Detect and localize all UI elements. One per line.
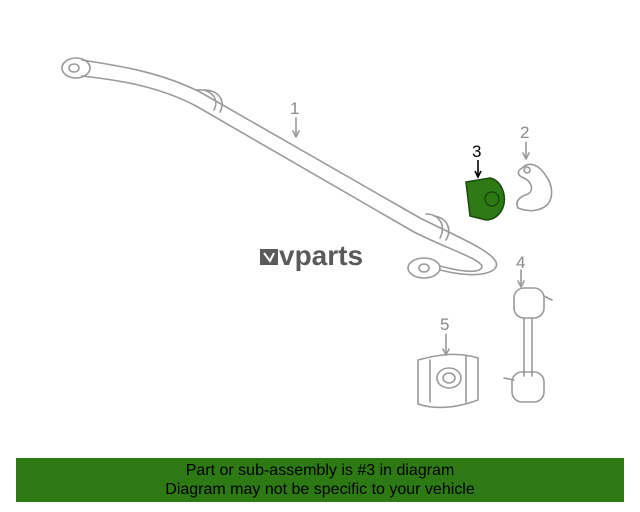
stabilizer-link[interactable] bbox=[503, 287, 553, 403]
arrow-3 bbox=[474, 170, 482, 179]
stabilizer-bar[interactable] bbox=[61, 57, 498, 279]
callout-3: 3 bbox=[472, 142, 481, 161]
arrow-5 bbox=[442, 348, 450, 356]
banner-line-2: Diagram may not be specific to your vehi… bbox=[165, 481, 475, 498]
callout-5: 5 bbox=[440, 315, 449, 334]
stabilizer-bushing-highlighted[interactable] bbox=[465, 177, 506, 221]
callout-2: 2 bbox=[520, 123, 529, 142]
bushing-bracket[interactable] bbox=[516, 163, 553, 212]
arrow-2 bbox=[522, 152, 530, 160]
parts-diagram: 1 2 3 4 5 vparts bbox=[61, 57, 553, 409]
arrow-1 bbox=[292, 130, 300, 138]
arrow-4 bbox=[517, 280, 525, 288]
vparts-logo: vparts bbox=[260, 240, 363, 271]
mount-bracket[interactable] bbox=[417, 353, 479, 409]
watermark-text: vparts bbox=[279, 240, 363, 271]
callout-1: 1 bbox=[290, 99, 299, 118]
callout-4: 4 bbox=[516, 253, 525, 272]
banner-line-1: Part or sub-assembly is #3 in diagram bbox=[185, 462, 455, 479]
info-banner: Part or sub-assembly is #3 in diagram Di… bbox=[16, 458, 624, 502]
